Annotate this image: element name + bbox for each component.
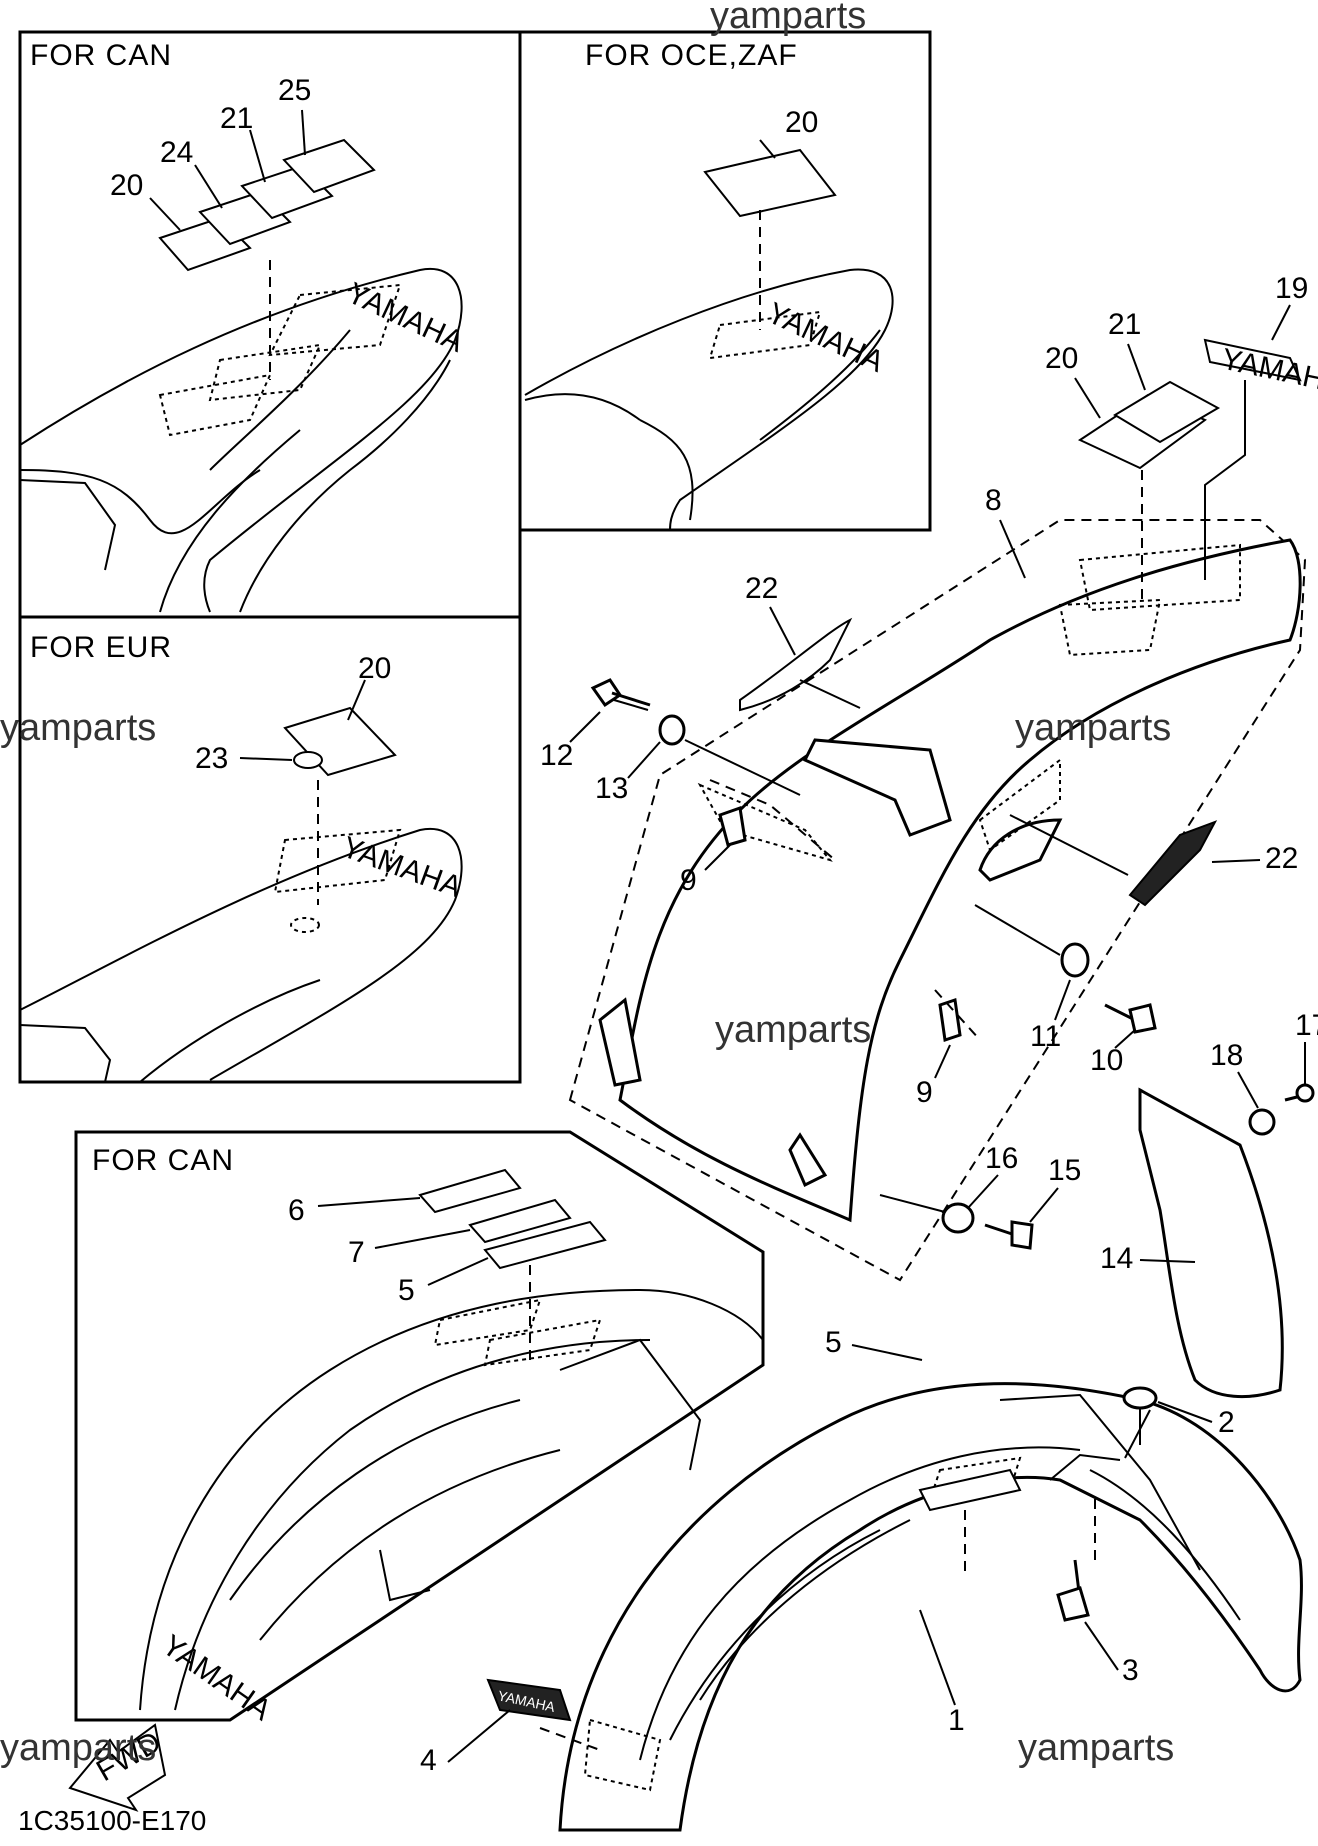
seat-can-logo: YAMAHA [342,276,469,359]
washer-11 [1060,942,1090,978]
watermark-left: yamparts [0,707,156,749]
callout-15: 15 [1048,1154,1081,1187]
rear-fender [618,538,1302,1223]
callout-7: 7 [348,1236,365,1269]
callout-20-rear: 20 [1045,342,1078,375]
decal-5-front [918,1468,1022,1512]
bolt-3 [1056,1559,1090,1622]
callout-9-upper: 9 [680,864,697,897]
decal-25-can [282,138,376,194]
callout-11: 11 [1030,1020,1061,1053]
callout-14: 14 [1100,1242,1133,1275]
watermark-center: yamparts [715,1009,871,1051]
callout-16: 16 [985,1142,1018,1175]
callout-13: 13 [595,772,628,805]
watermark-bottom-right: yamparts [1018,1727,1174,1769]
callout-20-can: 20 [110,169,143,202]
panel-label-for-oce-zaf: FOR OCE,ZAF [585,39,798,72]
panel-label-for-can-bottom: FOR CAN [92,1144,234,1177]
seat-eur-logo: YAMAHA [338,831,466,905]
front-fender-can-logo: YAMAHA [156,1629,277,1727]
decal-set-can-seat [149,109,376,380]
bolt-12 [590,678,651,711]
decal-20-oce [703,148,837,218]
callout-3: 3 [1122,1654,1139,1687]
callout-24: 24 [160,136,193,169]
rear-fender-bracket [802,738,952,837]
callout-2: 2 [1218,1406,1235,1439]
callout-5-front: 5 [825,1326,842,1359]
seat-oce-logo: YAMAHA [762,296,889,379]
callout-5-can: 5 [398,1274,415,1307]
callout-1: 1 [948,1704,965,1737]
callout-9-lower: 9 [916,1076,933,1109]
callout-10: 10 [1090,1044,1123,1077]
panel-label-for-eur: FOR EUR [30,631,172,664]
washer-18 [1248,1108,1276,1136]
callout-22-upper: 22 [745,572,778,605]
panel-for-can-fender [74,1130,765,1722]
panel-label-for-can-top: FOR CAN [30,39,172,72]
rear-fender-assembly [568,519,1307,1282]
mud-flap-14 [1138,1087,1284,1399]
grommet-2 [1122,1386,1158,1410]
callout-8: 8 [985,484,1002,517]
bolt-17 [1284,1083,1315,1103]
decal-22-upper [739,617,853,712]
front-fender [558,1382,1303,1832]
watermark-top: yamparts [710,0,866,37]
callout-4: 4 [420,1744,437,1777]
callout-25: 25 [278,74,311,107]
callout-20-eur: 20 [358,652,391,685]
callout-18: 18 [1210,1039,1243,1072]
watermark-right: yamparts [1015,707,1171,749]
seat-oce-illustration: YAMAHA [524,268,894,531]
nut-16 [941,1202,975,1234]
diagram-code: 1C35100-E170 [18,1805,206,1836]
decal-21-rear [1113,380,1221,444]
nut-9-upper [718,805,747,847]
callout-20-oce: 20 [785,106,818,139]
panel-for-oce-zaf [518,30,932,532]
callout-12: 12 [540,739,573,772]
callout-21-rear: 21 [1108,308,1141,341]
callout-17: 17 [1295,1009,1318,1042]
callout-19: 19 [1275,272,1308,305]
seat-eur-illustration: YAMAHA [19,827,466,1083]
bolt-15 [984,1220,1034,1250]
seat-can-illustration: YAMAHA [19,267,469,613]
callout-21-can: 21 [220,102,253,135]
decal-7 [468,1198,572,1244]
decal-19 [1203,338,1302,382]
decal-22-lower [1128,820,1218,907]
callout-23: 23 [195,742,228,775]
panel-for-eur [18,615,522,1084]
watermark-bottom-left: yamparts [0,1727,156,1769]
decal-6 [418,1168,522,1214]
decal-23 [293,751,323,769]
nut-9-lower [938,998,962,1042]
decal-19-logo: YAMAHA [1219,343,1318,401]
callout-6: 6 [288,1194,305,1227]
bolt-10 [1104,1003,1157,1034]
callout-22-lower: 22 [1265,842,1298,875]
washer-13 [658,714,686,746]
decal-5-can [483,1220,607,1270]
forward-arrow-icon: FWD [68,1723,167,1812]
